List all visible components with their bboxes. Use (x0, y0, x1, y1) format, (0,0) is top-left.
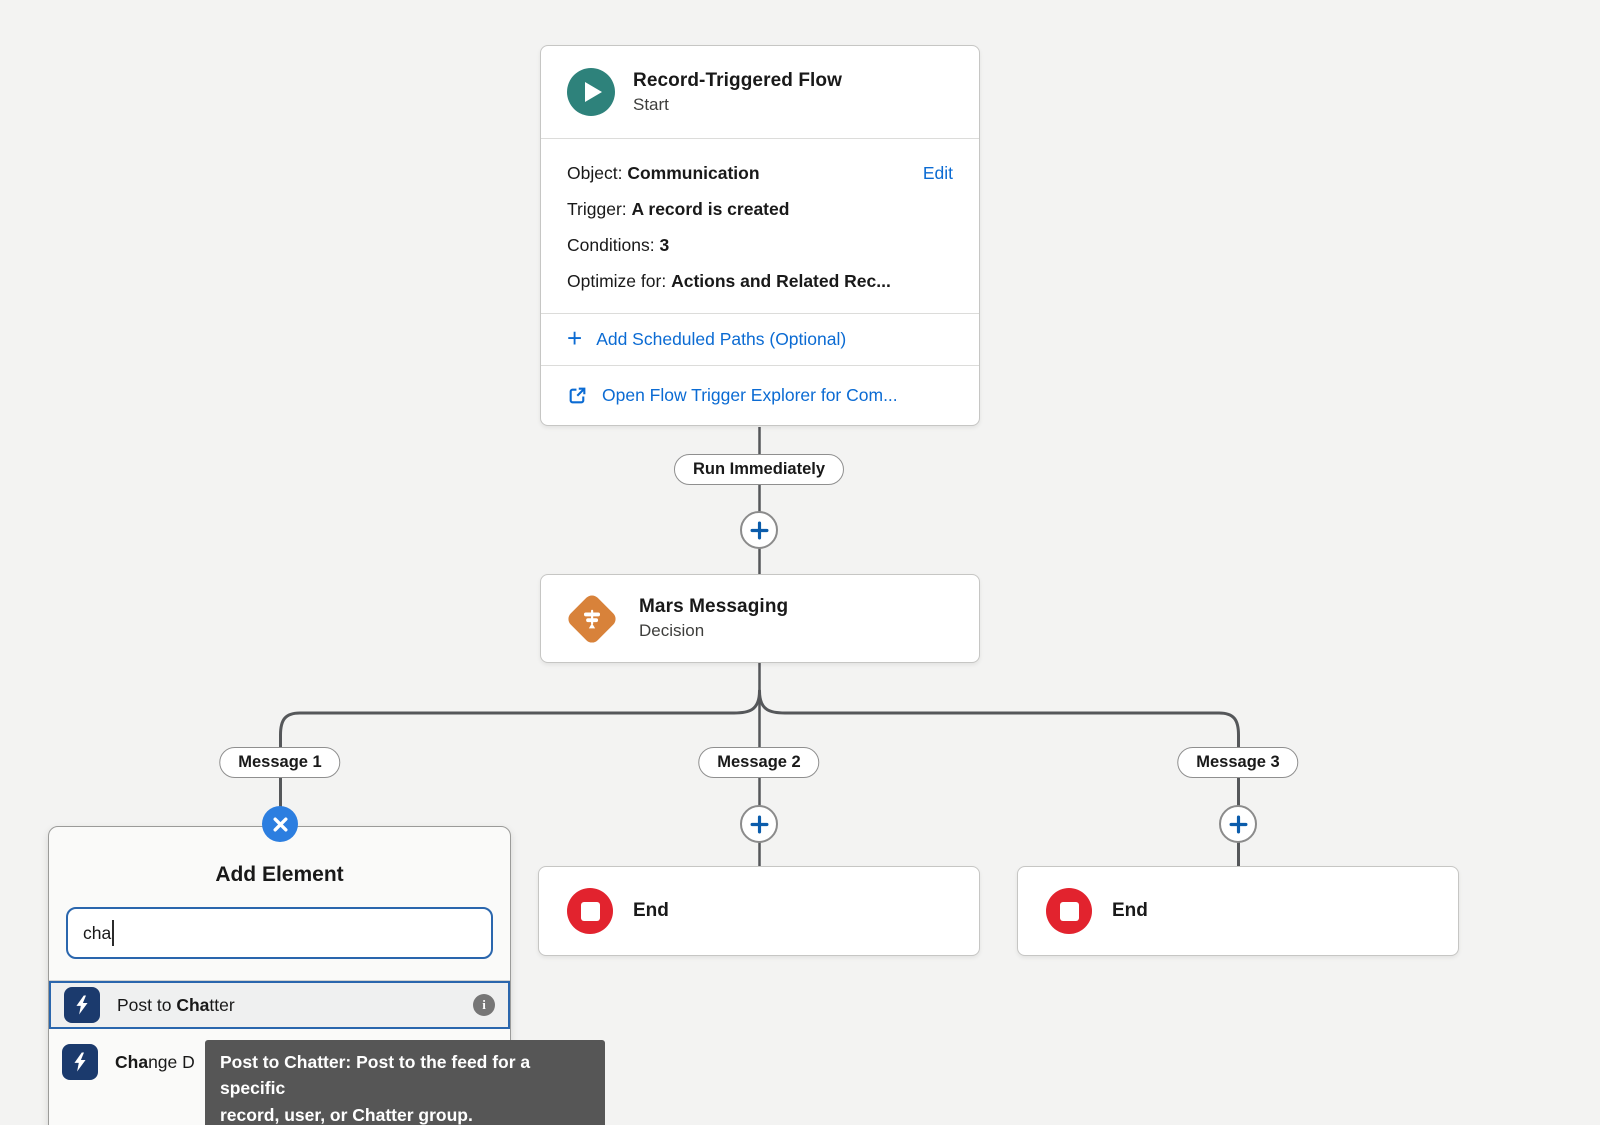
search-input-value: cha (83, 922, 112, 943)
decision-node-subtitle: Decision (639, 621, 705, 640)
add-element-button-message-2[interactable] (740, 805, 778, 843)
end-stop-icon (1046, 888, 1092, 934)
start-node-subtitle: Start (633, 94, 669, 114)
tooltip-line-2: record, user, or Chatter group. (220, 1104, 473, 1125)
plus-icon (750, 521, 768, 539)
decision-node-title: Mars Messaging (639, 596, 789, 617)
popup-divider (49, 980, 510, 981)
search-result-change-data[interactable]: Change D (49, 1038, 510, 1086)
conditions-field: Conditions: 3 (567, 235, 670, 255)
plus-icon: + (567, 323, 583, 353)
open-flow-trigger-explorer-link[interactable]: Open Flow Trigger Explorer for Com... (541, 365, 979, 425)
object-field: Object: Communication (567, 163, 760, 183)
add-scheduled-paths-link[interactable]: + Add Scheduled Paths (Optional) (541, 313, 979, 365)
close-add-element-button[interactable] (262, 806, 298, 842)
end-node-label: End (633, 900, 669, 921)
text-caret (112, 920, 114, 946)
search-result-label: Change D (115, 1051, 195, 1072)
end-node-message-2[interactable]: End (538, 866, 980, 956)
optimize-field: Optimize for: Actions and Related Rec... (567, 271, 891, 291)
add-element-button-message-3[interactable] (1219, 805, 1257, 843)
edit-link[interactable]: Edit (922, 163, 953, 183)
start-node-details: Object: Communication Edit Trigger: A re… (541, 138, 979, 313)
add-element-popup-title: Add Element (215, 863, 344, 886)
plus-icon (750, 815, 768, 833)
close-icon (272, 816, 288, 832)
run-immediately-label: Run Immediately (673, 454, 845, 485)
element-search-input[interactable]: cha (66, 907, 493, 959)
decision-icon (565, 591, 619, 646)
plus-icon (1229, 815, 1247, 833)
search-result-post-to-chatter[interactable]: Post to Chatter i (49, 981, 510, 1029)
start-play-icon (567, 68, 615, 116)
action-lightning-icon (64, 987, 100, 1023)
end-stop-icon (567, 888, 613, 934)
branch-label-message-3: Message 3 (1177, 747, 1299, 778)
end-node-message-3[interactable]: End (1017, 866, 1459, 956)
decision-node[interactable]: Mars Messaging Decision (540, 574, 980, 663)
start-node-title: Record-Triggered Flow (633, 69, 843, 91)
tooltip-line-1: Post to Chatter: Post to the feed for a … (220, 1052, 531, 1099)
action-lightning-icon (62, 1044, 98, 1080)
start-node-header: Record-Triggered Flow Start (541, 46, 979, 138)
add-element-button-main[interactable] (740, 511, 778, 549)
post-to-chatter-tooltip: Post to Chatter: Post to the feed for a … (205, 1040, 605, 1125)
search-result-label: Post to Chatter (117, 994, 235, 1015)
open-flow-trigger-explorer-label: Open Flow Trigger Explorer for Com... (602, 385, 898, 405)
end-node-label: End (1112, 900, 1148, 921)
trigger-field: Trigger: A record is created (567, 199, 790, 219)
branch-label-message-1: Message 1 (219, 747, 341, 778)
external-link-icon (569, 387, 586, 404)
info-icon[interactable]: i (473, 994, 495, 1016)
start-node[interactable]: Record-Triggered Flow Start Object: Comm… (540, 45, 980, 426)
add-scheduled-paths-label: Add Scheduled Paths (Optional) (596, 329, 847, 349)
branch-label-message-2: Message 2 (698, 747, 820, 778)
